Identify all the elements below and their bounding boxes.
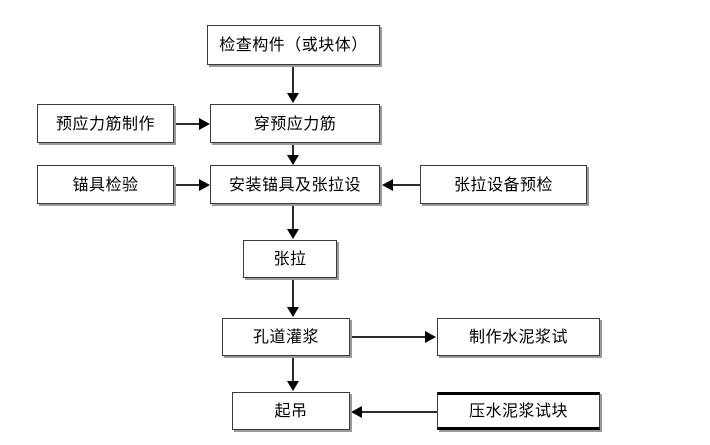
edge-thread-to-install-arrow [287, 155, 299, 165]
node-inspect-component-label: 检查构件（或块体） [219, 35, 368, 54]
node-tendon-fabrication[interactable]: 预应力筋制作 [37, 104, 174, 143]
edge-press-to-lift-line [362, 411, 438, 413]
node-anchorage-inspection[interactable]: 锚具检验 [37, 165, 174, 204]
node-make-grout-specimen-label: 制作水泥浆试 [468, 327, 568, 346]
node-tensioning[interactable]: 张拉 [243, 240, 337, 278]
node-equipment-precheck-label: 张拉设备预检 [453, 174, 553, 194]
node-equipment-precheck[interactable]: 张拉设备预检 [420, 165, 587, 204]
edge-press-to-lift-arrow [351, 406, 362, 418]
node-tensioning-label: 张拉 [273, 249, 307, 268]
node-install-anchorage-and-jack[interactable]: 安装锚具及张拉设 [210, 165, 380, 204]
edge-inspect-to-thread-arrow [287, 93, 299, 103]
edge-grout-to-specimen-line [350, 336, 427, 338]
edge-anchortest-to-install-arrow [199, 179, 210, 191]
edge-equipcheck-to-install-line [393, 184, 420, 186]
node-tendon-fabrication-label: 预应力筋制作 [55, 113, 155, 133]
edge-fab-to-thread-arrow [199, 118, 210, 130]
node-make-grout-specimen[interactable]: 制作水泥浆试 [437, 318, 600, 356]
node-anchorage-inspection-label: 锚具检验 [72, 174, 139, 194]
edge-anchortest-to-install-line [176, 184, 201, 186]
edge-equipcheck-to-install-arrow [382, 179, 393, 191]
edge-install-to-tension-line [292, 204, 294, 230]
edge-grout-to-specimen-arrow [425, 331, 436, 343]
node-duct-grouting[interactable]: 孔道灌浆 [222, 318, 350, 356]
edge-thread-to-install-line [292, 143, 294, 156]
edge-install-to-tension-arrow [287, 229, 299, 239]
node-duct-grouting-label: 孔道灌浆 [252, 327, 319, 346]
node-thread-tendon-label: 穿预应力筋 [253, 113, 337, 133]
node-inspect-component[interactable]: 检查构件（或块体） [207, 25, 380, 65]
node-press-grout-specimen[interactable]: 压水泥浆试块 [437, 392, 600, 430]
edge-grout-to-lift-line [292, 356, 294, 382]
edge-tension-to-grout-arrow [287, 307, 299, 317]
edge-tension-to-grout-line [292, 278, 294, 308]
node-lifting[interactable]: 起吊 [232, 392, 350, 430]
edge-fab-to-thread-line [176, 123, 201, 125]
node-thread-tendon[interactable]: 穿预应力筋 [210, 104, 380, 143]
node-install-anchorage-and-jack-label: 安装锚具及张拉设 [228, 174, 361, 194]
edge-inspect-to-thread-line [292, 65, 294, 94]
node-lifting-label: 起吊 [274, 401, 308, 420]
edge-grout-to-lift-arrow [287, 381, 299, 391]
node-press-grout-specimen-label: 压水泥浆试块 [468, 401, 568, 420]
